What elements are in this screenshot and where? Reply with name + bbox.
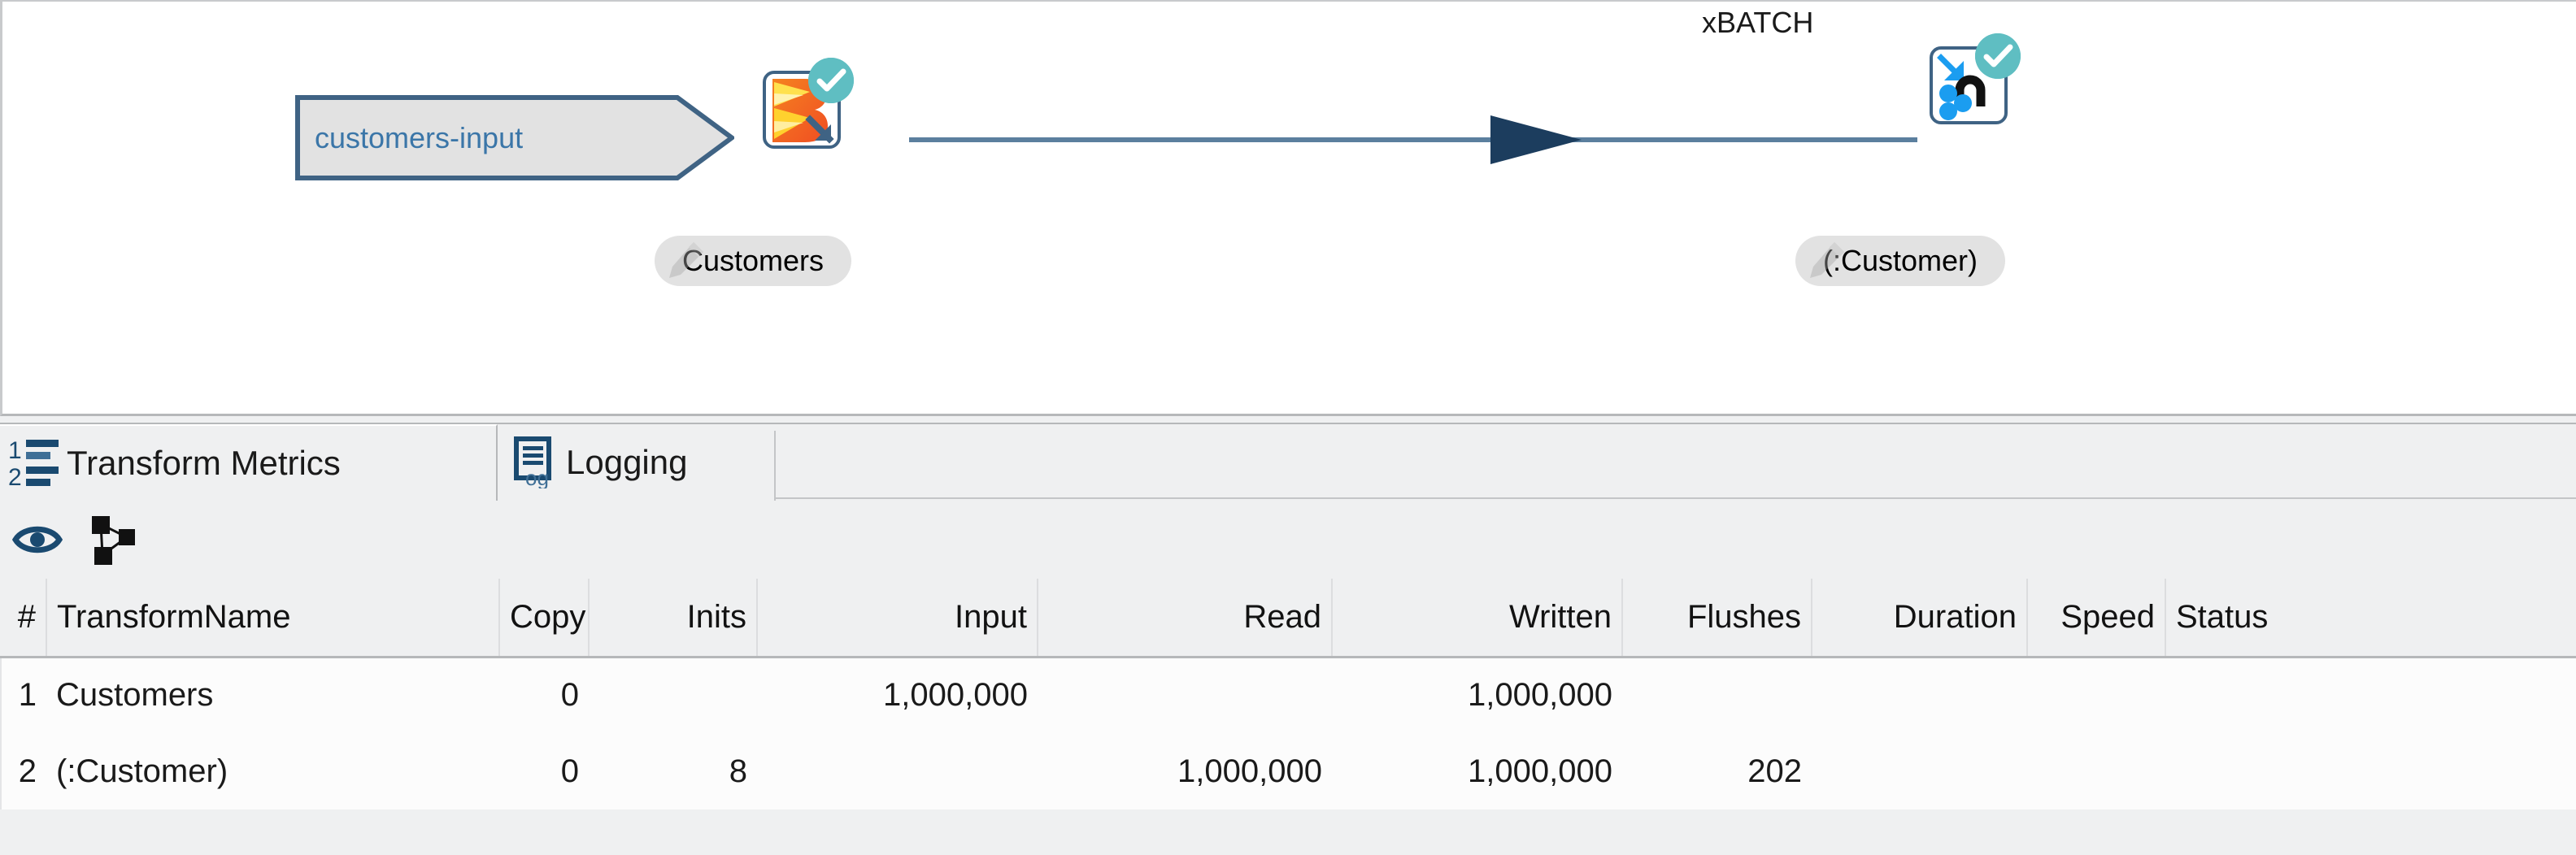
status-badge <box>1975 33 2021 79</box>
tab-transform-metrics[interactable]: 1 2 Transform Metrics <box>0 424 498 501</box>
input-chevron[interactable]: customers-input <box>295 95 734 180</box>
cell-inits <box>589 657 757 733</box>
svg-text:og: og <box>525 466 549 488</box>
tab-strip-underline <box>774 497 2576 499</box>
transform-node-customer-output[interactable]: xBATCH <box>1702 6 2021 286</box>
tab-label: Logging <box>566 443 688 481</box>
column-header-read[interactable]: Read <box>1038 579 1333 658</box>
column-header-input[interactable]: Input <box>757 579 1038 658</box>
node-caption-label: (:Customer) <box>1823 244 1978 277</box>
tab-label: Transform Metrics <box>67 444 341 482</box>
svg-text:1: 1 <box>8 437 22 464</box>
pipeline-canvas[interactable]: customers-input <box>0 0 2576 416</box>
cell-input <box>757 733 1038 809</box>
log-document-icon: og <box>512 436 558 488</box>
tab-separator <box>774 431 776 507</box>
cell-status <box>2165 733 2576 809</box>
column-header-inits[interactable]: Inits <box>589 579 758 658</box>
eye-icon <box>12 526 63 553</box>
cell-speed <box>2027 657 2165 733</box>
cell-written: 1,000,000 <box>1332 733 1622 809</box>
show-graph-button[interactable] <box>85 512 140 567</box>
column-header-copy[interactable]: Copy <box>499 579 590 658</box>
cell-copy: 0 <box>499 657 589 733</box>
cell-transform_name: Customers <box>46 657 499 733</box>
tab-strip: 1 2 Transform Metrics og <box>0 423 2576 507</box>
cell-flushes <box>1622 657 1812 733</box>
cell-num: 1 <box>0 657 46 733</box>
column-header-status[interactable]: Status <box>2165 579 2576 658</box>
node-top-label: xBATCH <box>1702 6 1814 39</box>
node-caption[interactable]: Customers <box>655 236 852 286</box>
cell-status <box>2165 657 2576 733</box>
column-header-flushes[interactable]: Flushes <box>1622 579 1812 658</box>
cell-duration <box>1812 657 2027 733</box>
cell-read <box>1038 657 1332 733</box>
chevron-shape <box>295 95 734 180</box>
neo4j-icon <box>1937 54 1986 120</box>
pencil-edit-icon <box>1810 242 1844 278</box>
transform-node-customers[interactable]: Customers <box>655 58 854 286</box>
cell-speed <box>2027 733 2165 809</box>
column-header-num[interactable]: # <box>1 579 47 658</box>
cell-copy: 0 <box>499 733 589 809</box>
graph-network-icon <box>92 516 135 565</box>
node-box[interactable] <box>763 71 841 149</box>
bottom-panel: 1 2 Transform Metrics og <box>0 416 2576 855</box>
check-circle-icon <box>808 58 854 103</box>
column-header-transform_name[interactable]: TransformName <box>46 579 500 658</box>
cell-written: 1,000,000 <box>1332 657 1622 733</box>
column-header-speed[interactable]: Speed <box>2027 579 2166 658</box>
input-chevron-label: customers-input <box>315 120 524 154</box>
numbered-list-icon: 1 2 <box>8 436 59 490</box>
node-caption[interactable]: (:Customer) <box>1795 236 2006 286</box>
arrow-right-icon <box>1490 115 1582 164</box>
show-inactive-button[interactable] <box>10 512 65 567</box>
metrics-toolbar <box>0 501 2576 579</box>
check-circle-icon <box>1975 33 2021 79</box>
svg-text:2: 2 <box>8 464 22 490</box>
cell-read: 1,000,000 <box>1038 733 1332 809</box>
cell-num: 2 <box>0 733 46 809</box>
hop-line[interactable] <box>909 137 1917 142</box>
cell-transform_name: (:Customer) <box>46 733 499 809</box>
tab-logging[interactable]: og Logging <box>504 424 774 501</box>
pencil-edit-icon <box>669 242 703 278</box>
cell-input: 1,000,000 <box>757 657 1038 733</box>
column-header-written[interactable]: Written <box>1332 579 1623 658</box>
column-header-duration[interactable]: Duration <box>1812 579 2028 658</box>
node-caption-label: Customers <box>682 244 825 277</box>
status-badge <box>808 58 854 103</box>
cell-inits: 8 <box>589 733 757 809</box>
cell-duration <box>1812 733 2027 809</box>
cell-flushes: 202 <box>1622 733 1812 809</box>
